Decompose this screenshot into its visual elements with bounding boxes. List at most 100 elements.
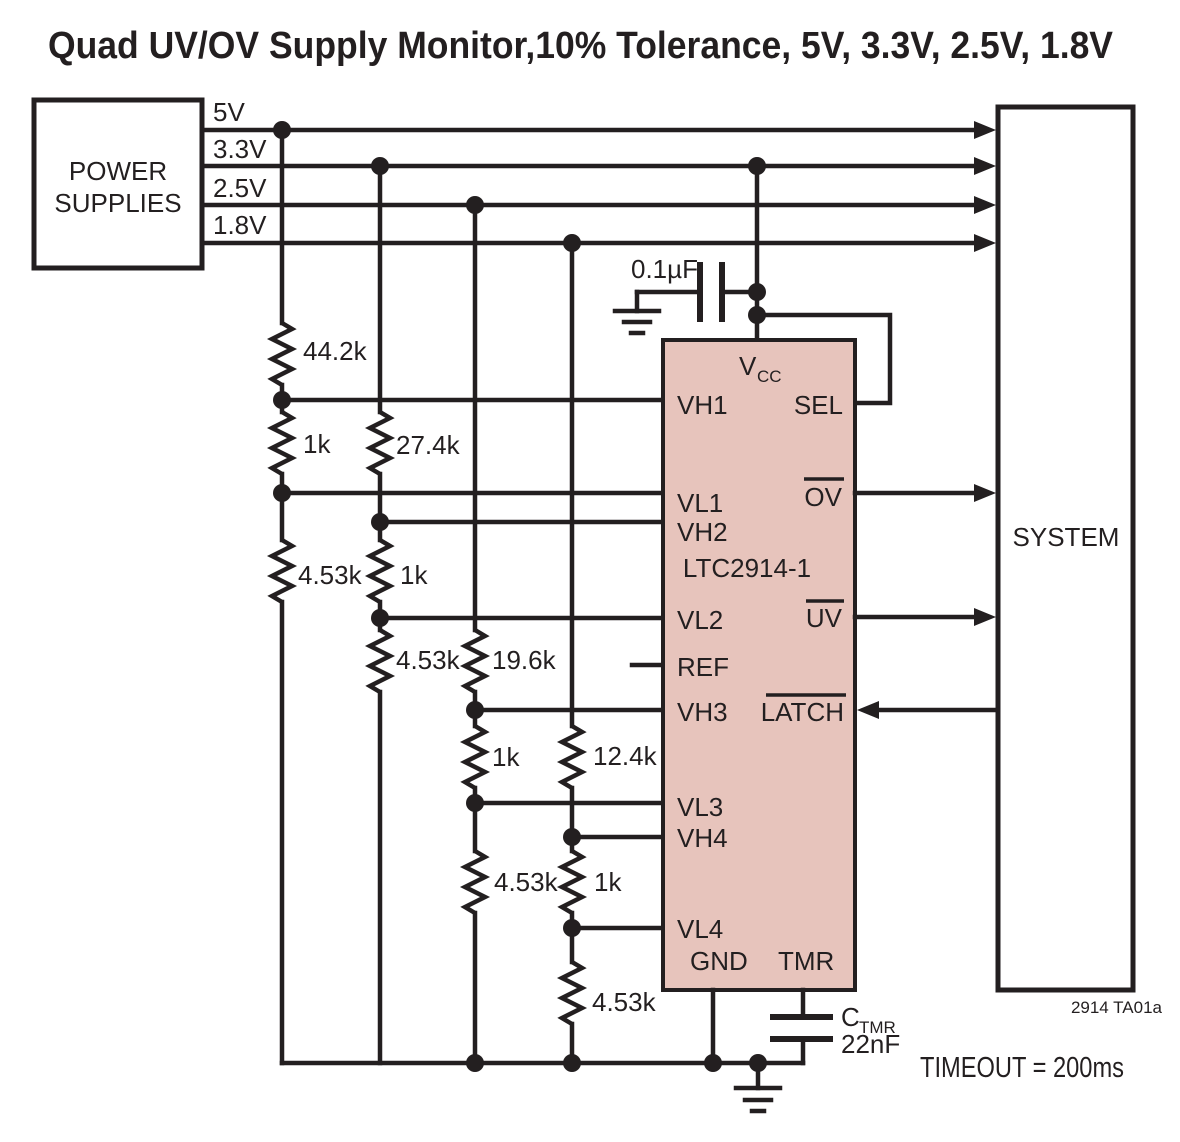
ground-bus xyxy=(279,987,806,1114)
power-supplies-label-1: POWER xyxy=(69,156,167,186)
junction-bus-2v5 xyxy=(466,1054,484,1072)
divider-1v8: 12.4k 1k 4.53k xyxy=(562,240,658,1066)
rail-label-3v3: 3.3V xyxy=(213,134,267,164)
junction-vl3 xyxy=(466,794,484,812)
junction-1v8-tap xyxy=(563,234,581,252)
pin-label-vcc: V xyxy=(739,351,757,381)
ic-ltc2914: V CC LTC2914-1 VH1 VL1 VH2 VL2 REF VH3 V… xyxy=(661,338,857,992)
arrowhead-3v3 xyxy=(974,157,996,175)
resistor-4.53k-5v xyxy=(272,540,292,602)
junction-vh3 xyxy=(466,701,484,719)
junction-bus-1v8 xyxy=(563,1054,581,1072)
resistor-1k-5v xyxy=(272,412,292,474)
resistor-4.53k-2v5-label: 4.53k xyxy=(494,867,559,897)
resistor-1k-5v-label: 1k xyxy=(303,429,331,459)
rail-label-5v: 5V xyxy=(213,97,245,127)
arrowhead-uv xyxy=(974,608,996,626)
rail-label-2v5: 2.5V xyxy=(213,173,267,203)
junction-dots xyxy=(273,121,767,1072)
system-box: SYSTEM xyxy=(995,104,1136,993)
resistor-1k-2v5-label: 1k xyxy=(492,742,520,772)
ground-symbol-bypass xyxy=(612,308,662,336)
arrowhead-2v5 xyxy=(974,196,996,214)
resistor-4.53k-3v3 xyxy=(370,630,390,692)
junction-sel xyxy=(748,306,766,324)
rail-label-1v8: 1.8V xyxy=(213,210,267,240)
resistor-1k-1v8-label: 1k xyxy=(594,867,622,897)
junction-vh4 xyxy=(563,828,581,846)
pin-label-ref: REF xyxy=(677,652,729,682)
bypass-cap: 0.1µF xyxy=(612,254,760,336)
arrowhead-5v xyxy=(974,121,996,139)
timer-cap-label-sub: TMR xyxy=(859,1018,896,1037)
pin-label-ov: OV xyxy=(804,482,842,512)
pin-label-vh3: VH3 xyxy=(677,697,728,727)
pin-label-vl2: VL2 xyxy=(677,605,723,635)
timer-cap-plate-bottom xyxy=(770,1036,833,1042)
divider-5v: 44.2k 1k 4.53k xyxy=(272,127,368,1066)
resistor-1k-2v5 xyxy=(465,726,485,788)
timer-cap: C TMR 22nF xyxy=(770,987,900,1066)
resistor-4.53k-5v-label: 4.53k xyxy=(298,560,363,590)
pin-label-vh1: VH1 xyxy=(677,390,728,420)
resistor-44.2k xyxy=(272,323,292,385)
pin-label-vl4: VL4 xyxy=(677,914,723,944)
resistor-19.6k xyxy=(465,630,485,692)
timer-cap-value: 22nF xyxy=(841,1029,900,1059)
bypass-cap-label: 0.1µF xyxy=(631,254,698,284)
resistor-27.4k xyxy=(370,412,390,474)
bypass-cap-plate-left xyxy=(697,262,703,322)
junction-5v-tap xyxy=(273,121,291,139)
timer-cap-plate-top xyxy=(770,1014,833,1020)
ic-outline xyxy=(661,338,857,992)
junction-bypass-cap xyxy=(748,283,766,301)
junction-vl4 xyxy=(563,919,581,937)
power-supplies-label-2: SUPPLIES xyxy=(54,188,181,218)
junction-bus-earth xyxy=(749,1054,767,1072)
pin-label-tmr: TMR xyxy=(778,946,834,976)
system-label: SYSTEM xyxy=(1013,522,1120,552)
divider-2v5: 19.6k 1k 4.53k xyxy=(465,202,559,1066)
resistor-4.53k-2v5 xyxy=(465,851,485,913)
pin-label-vcc-sub: CC xyxy=(757,367,782,386)
system-outline xyxy=(995,104,1136,993)
resistor-12.4k xyxy=(562,726,582,788)
power-rails: 5V 3.3V 2.5V 1.8V xyxy=(199,97,996,252)
pin-label-vl3: VL3 xyxy=(677,792,723,822)
wire-sel-loop xyxy=(754,312,893,406)
junction-2v5-tap xyxy=(466,196,484,214)
figure-title: Quad UV/OV Supply Monitor,10% Tolerance,… xyxy=(48,25,1114,67)
power-supplies-outline xyxy=(31,97,205,271)
resistor-12.4k-label: 12.4k xyxy=(593,741,658,771)
resistor-1k-3v3 xyxy=(370,540,390,602)
junction-3v3-tap xyxy=(371,157,389,175)
junction-bus-gnd xyxy=(704,1054,722,1072)
junction-vcc-tap xyxy=(748,157,766,175)
pin-label-vl1: VL1 xyxy=(677,488,723,518)
pin-label-vh4: VH4 xyxy=(677,823,728,853)
arrowhead-ov xyxy=(974,484,996,502)
resistor-1k-3v3-label: 1k xyxy=(400,560,428,590)
pin-label-sel: SEL xyxy=(794,390,843,420)
junction-vl2 xyxy=(371,609,389,627)
junction-vh1 xyxy=(273,391,291,409)
status-signals xyxy=(852,484,1001,719)
resistor-19.6k-label: 19.6k xyxy=(492,645,557,675)
junction-vl1 xyxy=(273,484,291,502)
resistor-4.53k-1v8 xyxy=(562,962,582,1024)
arrowhead-1v8 xyxy=(974,234,996,252)
resistor-4.53k-1v8-label: 4.53k xyxy=(592,987,657,1017)
pin-label-gnd: GND xyxy=(690,946,748,976)
pin-label-latch: LATCH xyxy=(761,697,844,727)
resistor-27.4k-label: 27.4k xyxy=(396,430,461,460)
resistor-4.53k-3v3-label: 4.53k xyxy=(396,645,461,675)
divider-3v3: 27.4k 1k 4.53k xyxy=(370,163,461,1066)
figure-id: 2914 TA01a xyxy=(1071,998,1163,1017)
power-supplies-box: POWER SUPPLIES xyxy=(31,97,205,271)
ground-symbol-main xyxy=(733,1085,783,1114)
resistor-1k-1v8 xyxy=(562,851,582,913)
ic-part-number: LTC2914-1 xyxy=(683,553,811,583)
junction-vh2 xyxy=(371,513,389,531)
